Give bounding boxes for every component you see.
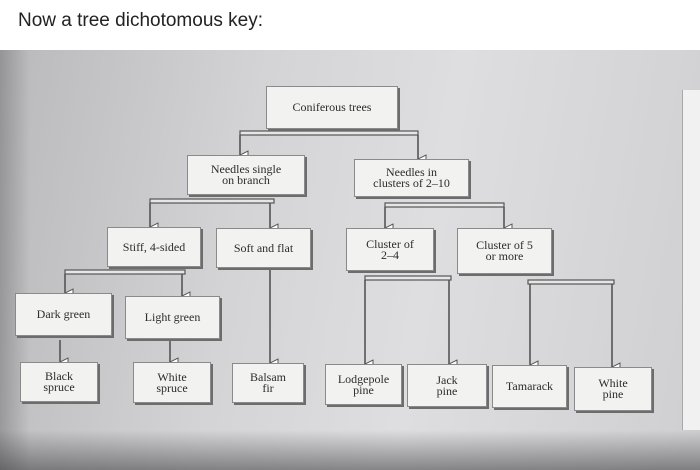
node-needles-clusters: Needles in clusters of 2–10 [354, 159, 469, 197]
page-title: Now a tree dichotomous key: [18, 10, 264, 31]
header: Now a tree dichotomous key: [0, 0, 700, 50]
node-balsam-fir: Balsam fir [232, 363, 304, 403]
node-cluster-5-more: Cluster of 5 or more [457, 228, 552, 274]
bottom-shadow [0, 430, 700, 470]
connector-bar [149, 198, 275, 204]
node-soft-and-flat: Soft and flat [216, 228, 311, 268]
node-needles-single: Needles single on branch [187, 155, 305, 195]
node-white-spruce: White spruce [133, 362, 211, 403]
connector-bar [239, 130, 419, 136]
node-lodgepole-pine: Lodgepole pine [325, 364, 402, 405]
node-tamarack: Tamarack [492, 365, 567, 408]
node-cluster-2-4: Cluster of 2–4 [346, 228, 434, 271]
node-jack-pine: Jack pine [407, 364, 487, 407]
node-dark-green: Dark green [15, 293, 112, 336]
page-edge [682, 90, 700, 430]
node-stiff-four-sided: Stiff, 4-sided [107, 227, 201, 267]
node-coniferous-trees: Coniferous trees [266, 86, 398, 129]
connector-bar [384, 202, 505, 208]
connector-bar [364, 275, 452, 281]
connector-bar [527, 279, 615, 285]
node-black-spruce: Black spruce [20, 362, 98, 402]
node-white-pine: White pine [574, 367, 652, 411]
connector-bar [64, 269, 186, 275]
node-light-green: Light green [125, 296, 220, 339]
